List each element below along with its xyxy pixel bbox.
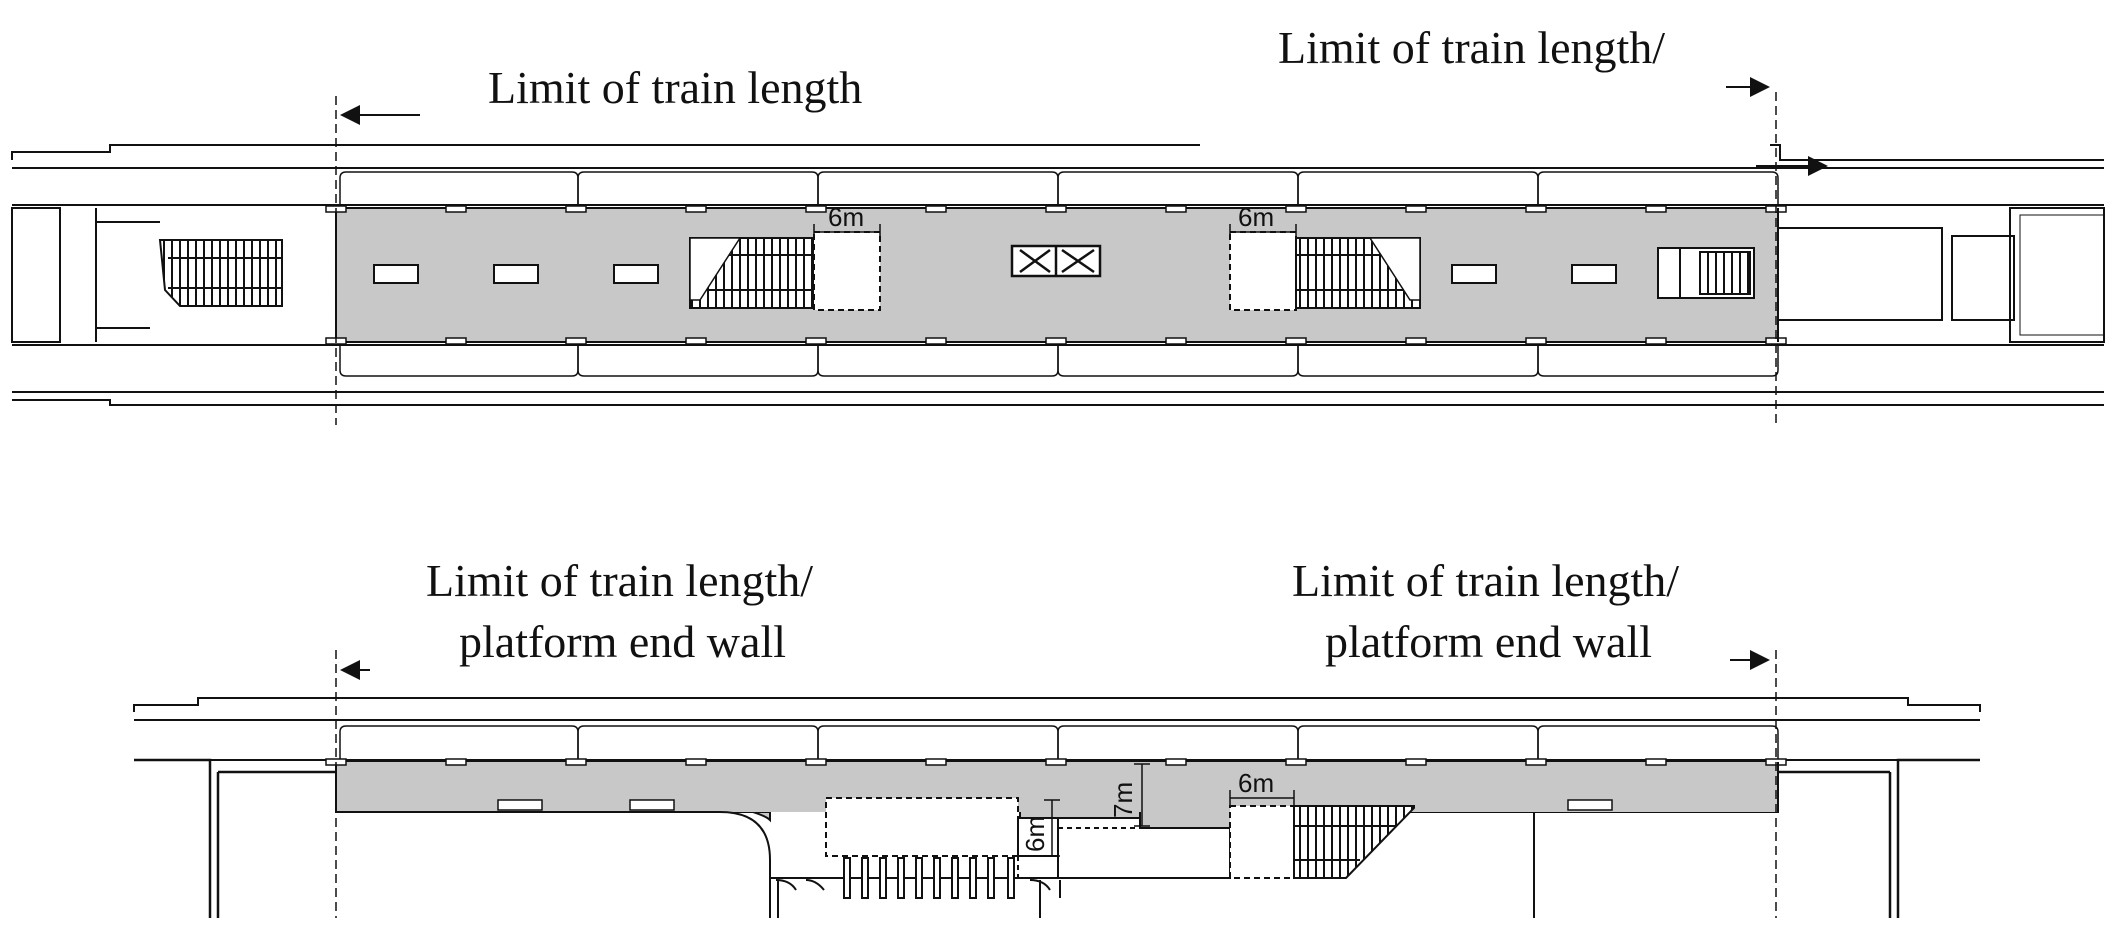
top-dim-6m-right: 6m <box>1238 202 1274 232</box>
bottom-dim-6m-horizontal: 6m <box>1238 768 1274 798</box>
bottom-limit-arrows <box>340 650 1770 680</box>
top-plan: 6m 6m <box>11 144 2105 406</box>
top-lower-screen-doors <box>339 345 1779 377</box>
bottom-plan: 6m 7m 6m <box>133 697 1981 918</box>
bottom-train-length-limits <box>335 650 1777 918</box>
top-elevator-shaft <box>1010 244 1102 278</box>
bottom-right-room-walls <box>1533 762 1779 918</box>
top-escalator-right <box>1229 224 1421 311</box>
bottom-escalator <box>1229 790 1415 879</box>
top-label-right: Limit of train length/ <box>1278 22 1665 73</box>
bottom-screen-doors <box>339 725 1779 760</box>
top-right-stair-room <box>1657 247 1755 299</box>
bottom-side-walls <box>769 879 1061 918</box>
top-train-length-limits <box>335 92 1777 425</box>
bottom-outer-walls <box>134 758 1980 918</box>
bottom-platform-benches <box>497 799 1613 811</box>
top-left-end-structure <box>11 207 160 343</box>
bottom-dim-6m-vertical: 6m <box>1020 816 1050 852</box>
top-upper-screen-doors <box>339 171 1779 205</box>
bottom-label-right-line1: Limit of train length/ <box>1292 555 1679 606</box>
top-right-end-structure <box>1777 207 2105 343</box>
bottom-dim-7m: 7m <box>1108 782 1138 818</box>
bottom-label-left-line1: Limit of train length/ <box>426 555 813 606</box>
bottom-label-right-line2: platform end wall <box>1325 616 1652 667</box>
bottom-fare-gates <box>843 857 1015 899</box>
top-left-escalator <box>158 239 283 307</box>
top-dim-6m-left: 6m <box>828 202 864 232</box>
top-limit-arrows <box>340 77 1828 176</box>
top-platform-benches <box>373 264 1617 284</box>
top-escalator-left <box>689 224 881 311</box>
bottom-label-left-line2: platform end wall <box>459 616 786 667</box>
bottom-vertical-dim-lines <box>1044 763 1150 857</box>
top-label-left: Limit of train length <box>488 62 862 113</box>
